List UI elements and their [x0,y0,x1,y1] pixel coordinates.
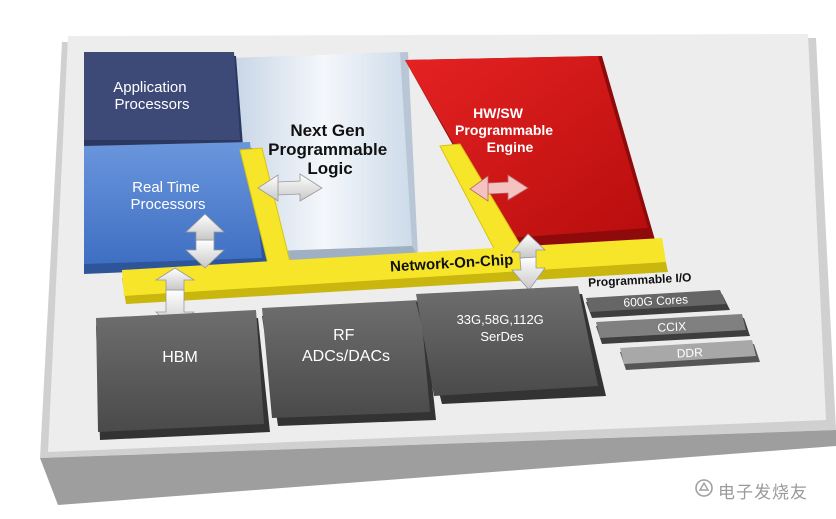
serdes-label-line2: SerDes [480,329,524,344]
pio-title: Programmable I/O [588,270,692,289]
engine-label-line2: Programmable [455,122,553,138]
watermark-text: 电子发烧友 [718,483,808,503]
pl-label-line2: Programmable [268,140,387,159]
arrow-rt-to-noc [184,239,226,269]
pio-item-ddr: DDR [676,345,703,360]
pio-item-600g: 600G Cores [623,292,688,309]
arrow-noc-to-serdes [511,256,546,291]
rt-processors-label-line1: Real Time [132,179,200,196]
svg-text:RF ADCs/DACs: RF ADCs/DACs [302,327,390,365]
hbm-label: HBM [162,349,198,366]
pl-label-line1: Next Gen [290,121,365,140]
svg-text:Next Gen Programmable: Next Gen Programmable Logic [268,121,392,178]
real-time-processors-block: Real Time Processors [84,142,268,274]
hbm-block: HBM [96,310,270,440]
engine-label-line1: HW/SW [473,105,524,121]
arrow-noc-to-engine [487,174,529,201]
pio-item-ccix: CCIX [657,319,686,334]
serdes-label-line1: 33G,58G,112G [457,312,544,327]
rt-processors-label-line2: Processors [130,196,205,213]
app-processors-label-line1: Application [113,79,186,96]
hw-sw-engine-block: HW/SW Programmable Engine [405,56,655,250]
programmable-logic-block: Next Gen Programmable Logic [235,52,418,262]
svg-text:33G,58G,112G SerDes: 33G,58G,112G SerDes [457,312,548,344]
engine-label-line3: Engine [487,139,534,155]
programmable-io-group: Programmable I/O 600G Cores CCIX DDR [586,270,760,370]
pl-label-line3: Logic [307,159,352,178]
svg-text:HW/SW Programmable: HW/SW Programmable Engine [455,105,557,155]
arrow-noc-to-pl [277,173,323,202]
svg-text:Real Time Processors: Real Time Processors [130,179,205,213]
watermark-logo-icon [695,479,713,497]
application-processors-block: Application Processors [84,52,243,146]
rf-label-line2: ADCs/DACs [302,348,390,365]
rf-adc-dac-block: RF ADCs/DACs [262,300,436,426]
rf-label-line1: RF [333,327,355,344]
svg-text:Application Processors: Application Processors [113,79,191,113]
serdes-block: 33G,58G,112G SerDes [416,286,606,404]
app-processors-label-line2: Processors [114,96,189,113]
